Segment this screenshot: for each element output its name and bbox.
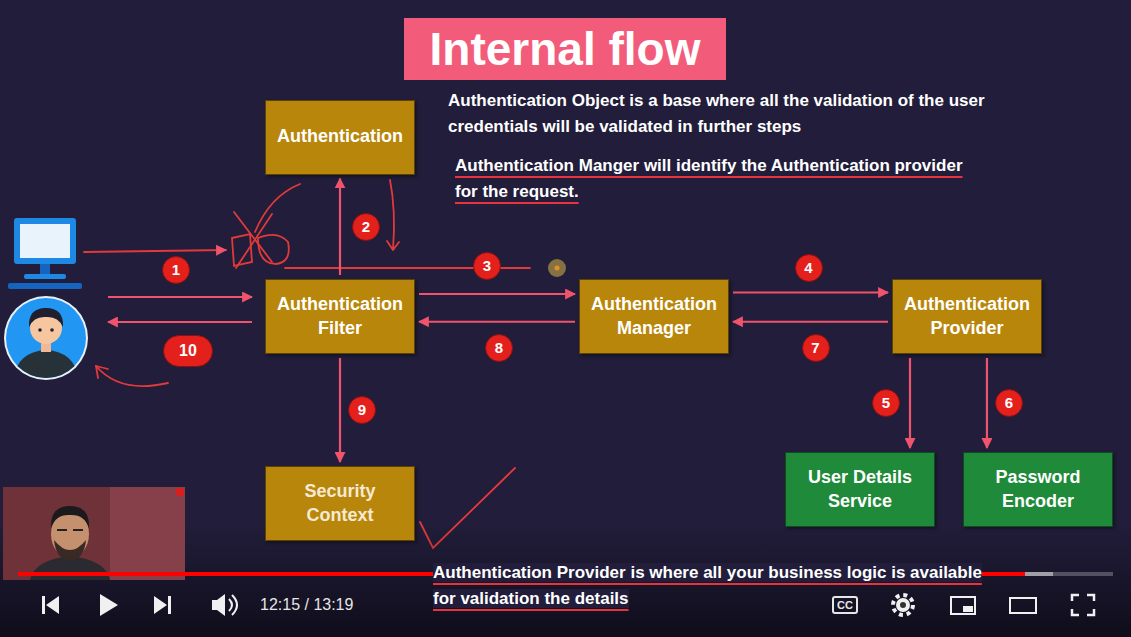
- next-icon: [154, 596, 171, 614]
- miniplayer-icon: [951, 597, 975, 614]
- flow-arrow: [733, 321, 888, 323]
- filter-box: Authentication Filter: [265, 279, 415, 354]
- gear-body: [896, 598, 910, 612]
- gear-hole: [900, 602, 906, 608]
- hand-arrow: [387, 180, 399, 250]
- provider-box: Authentication Provider: [892, 279, 1042, 354]
- avatar-body: [14, 350, 78, 380]
- callout-number: 6: [1005, 394, 1013, 411]
- callout-badge: 3: [473, 252, 501, 280]
- cursor-highlight: [548, 259, 566, 277]
- avatar-eye: [38, 328, 42, 332]
- flow-arrow: [419, 321, 575, 323]
- hand-curve: [96, 366, 168, 386]
- avatar-hair: [29, 308, 63, 327]
- flow-arrow: [419, 293, 575, 295]
- user-avatar: [4, 296, 88, 380]
- volume-waves: [229, 595, 237, 615]
- box-label: Security Context: [276, 480, 404, 527]
- webcam-glasses: [57, 529, 83, 531]
- hand-arrow: [84, 250, 226, 252]
- annotation-note-holder: Authentication Object is a base where al…: [448, 88, 1028, 139]
- encoder-box: Password Encoder: [963, 452, 1113, 527]
- box-label: User Details Service: [796, 466, 924, 513]
- hand-stroke: [255, 184, 300, 232]
- box-label: Authentication Filter: [276, 293, 404, 340]
- captions-button: CC: [837, 599, 853, 611]
- monitor-frame: [14, 218, 76, 264]
- gear-teeth: [893, 595, 913, 615]
- volume-icon: [212, 594, 225, 616]
- box-label: Authentication: [276, 125, 404, 148]
- close-button: [176, 488, 184, 496]
- object-box: Authentication: [265, 100, 415, 175]
- avatar-eye: [50, 328, 54, 332]
- monitor-base: [24, 274, 66, 279]
- callout-number: 4: [804, 259, 812, 276]
- manager-box: Authentication Manager: [579, 279, 729, 354]
- callout-badge: 8: [485, 334, 513, 362]
- annotation-note: Authentication Object is a base where al…: [448, 91, 985, 136]
- callout-badge: 9: [348, 396, 376, 424]
- annotation-note-holder: Authentication Provider is where all you…: [433, 560, 1003, 611]
- monitor-stand: [40, 264, 50, 274]
- callout-badge: 6: [995, 389, 1023, 417]
- callout-number: 1: [172, 261, 180, 278]
- avatar-ring: [4, 296, 88, 380]
- video-time-holder: 12:15 / 13:19: [260, 595, 353, 615]
- fullscreen-icon: [1072, 595, 1094, 615]
- previous-icon: [42, 596, 59, 614]
- callout-badge: 7: [802, 334, 830, 362]
- callout-badge: 5: [872, 389, 900, 417]
- callout-number: 3: [483, 257, 491, 274]
- hand-cross: [234, 212, 272, 268]
- cursor-dot: [555, 266, 560, 271]
- callout-number: 7: [811, 339, 819, 356]
- webcam-beard: [54, 540, 86, 560]
- callout-number: 9: [358, 401, 366, 418]
- hand-arrow-head: [96, 366, 108, 378]
- avatar-figure: [14, 308, 78, 380]
- callout-number: 2: [362, 218, 370, 235]
- callout-number: 10: [179, 342, 197, 359]
- flow-arrow: [733, 291, 888, 293]
- response-arrow: [108, 321, 252, 323]
- request-arrow: [108, 296, 252, 298]
- annotation-note: Authentication Manger will identify the …: [455, 156, 963, 201]
- callout-number: 8: [495, 339, 503, 356]
- webcam-wall: [110, 487, 185, 580]
- play-icon: [100, 594, 118, 616]
- computer-icon: [8, 218, 82, 289]
- flow-arrow: [909, 358, 911, 448]
- annotation-note-holder: Authentication Manger will identify the …: [455, 153, 975, 204]
- progress-buffer: [1025, 572, 1053, 576]
- callout-number: 5: [882, 394, 890, 411]
- title-text: Internal flow: [430, 23, 701, 75]
- callout-badge: 4: [795, 254, 823, 282]
- box-label: Password Encoder: [974, 466, 1102, 513]
- box-label: Authentication Provider: [903, 293, 1031, 340]
- keyboard: [8, 283, 82, 289]
- box-label: Authentication Manager: [590, 293, 718, 340]
- callout-badge: 2: [352, 213, 380, 241]
- service-box: User Details Service: [785, 452, 935, 527]
- flow-arrow: [339, 179, 341, 276]
- flow-arrow: [339, 358, 341, 462]
- monitor-screen: [20, 224, 70, 258]
- video-time: 12:15 / 13:19: [260, 596, 353, 613]
- title-banner: Internal flow: [404, 18, 727, 80]
- miniplayer-inset: [963, 606, 973, 612]
- context-box: Security Context: [265, 466, 415, 541]
- callout-number-holder: 10: [163, 335, 213, 367]
- theater-icon: [1010, 598, 1036, 613]
- webcam-thumbnail: [3, 487, 185, 580]
- callout-number-holder: 1: [162, 256, 190, 284]
- captions-button-holder: CC: [832, 596, 858, 614]
- webcam-person: [30, 487, 185, 580]
- webcam-ground: [3, 487, 185, 580]
- webcam-hair: [51, 506, 89, 528]
- annotation-note: Authentication Provider is where all you…: [433, 563, 982, 608]
- flow-arrow: [986, 358, 988, 448]
